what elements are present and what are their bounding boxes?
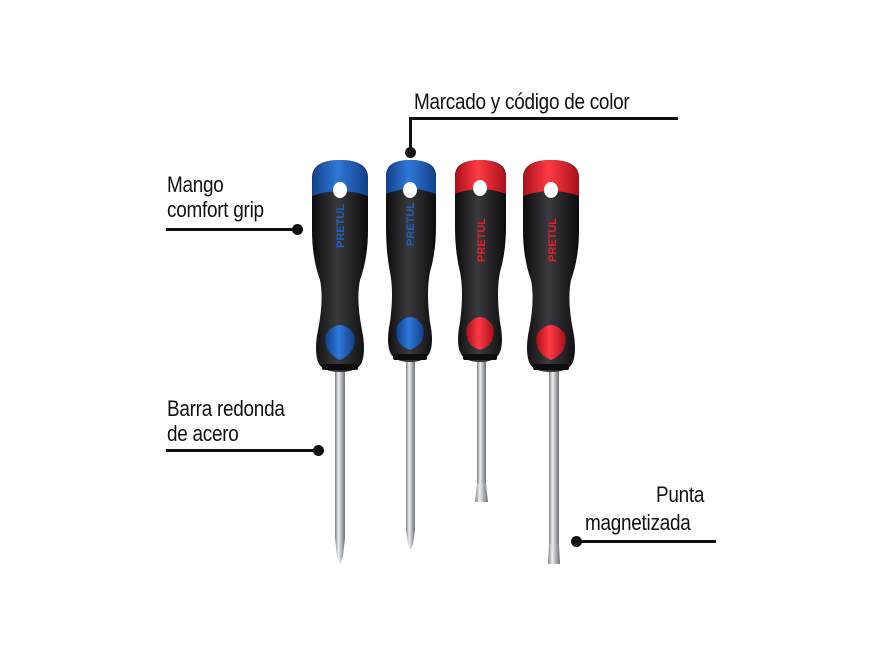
callout-tip-line2: magnetizada [585,510,691,535]
callout-grip-line1: Mango [167,172,224,197]
callout-marking-leader-h [409,117,678,120]
callout-grip-dot [292,224,303,235]
callout-shaft-label: Barra redonda de acero [167,396,285,446]
callout-shaft-dot [313,445,324,456]
screwdriver-red-flat-small: PRETUL [455,160,506,502]
brand-text: PRETUL [476,218,488,262]
brand-text: PRETUL [547,218,559,262]
brand-text: PRETUL [405,202,417,246]
callout-tip-label-line2-wrap: magnetizada [585,510,691,535]
callout-marking-line1: Marcado y código de color [414,89,630,114]
callout-marking-dot [405,147,416,158]
callout-grip-line2: comfort grip [167,197,264,222]
callout-shaft-leader [166,449,318,452]
callout-tip-label-line1-wrap: Punta [656,482,704,507]
callout-marking-leader-v [409,117,412,151]
callout-grip-leader [166,228,298,231]
callout-shaft-line2: de acero [167,421,239,446]
callout-marking-label: Marcado y código de color [414,89,630,114]
screwdriver-blue-phillips-small: PRETUL [386,160,436,550]
callout-grip-label: Mango comfort grip [167,172,264,222]
callout-tip-line1: Punta [656,482,705,507]
screwdriver-blue-phillips-large: PRETUL [312,160,368,564]
callout-tip-dot [571,536,582,547]
callout-tip-leader [576,540,716,543]
screwdriver-red-flat-large: PRETUL [523,160,579,564]
brand-text: PRETUL [335,204,347,248]
callout-shaft-line1: Barra redonda [167,396,285,421]
